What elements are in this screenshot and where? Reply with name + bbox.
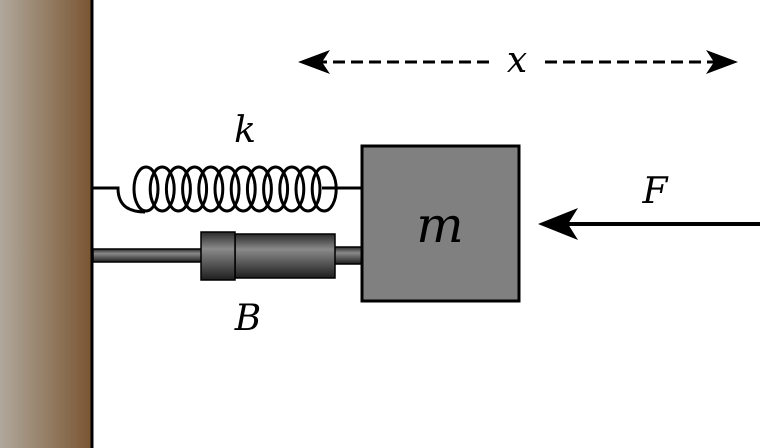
spring-coil (181, 165, 209, 213)
spring-coil (132, 165, 160, 213)
displacement-arrow: x (298, 40, 738, 81)
spring-coil (294, 165, 322, 213)
spring (93, 165, 362, 214)
damper (92, 231, 363, 281)
damping-label: B (234, 298, 261, 339)
spring-coil (229, 165, 257, 213)
force-label: F (642, 171, 670, 212)
spring-coil (148, 165, 176, 213)
mass-label: m (416, 196, 463, 254)
spring-coil (164, 165, 192, 213)
wall (0, 0, 94, 448)
spring-constant-label: k (234, 110, 256, 151)
spring-coil (262, 165, 290, 213)
mass-block: m (360, 144, 521, 303)
spring-coil (197, 165, 225, 213)
force-arrow: F (538, 171, 760, 240)
displacement-label: x (507, 40, 527, 81)
spring-coil (213, 165, 241, 213)
spring-coil (278, 165, 306, 213)
spring-coil (245, 165, 273, 213)
